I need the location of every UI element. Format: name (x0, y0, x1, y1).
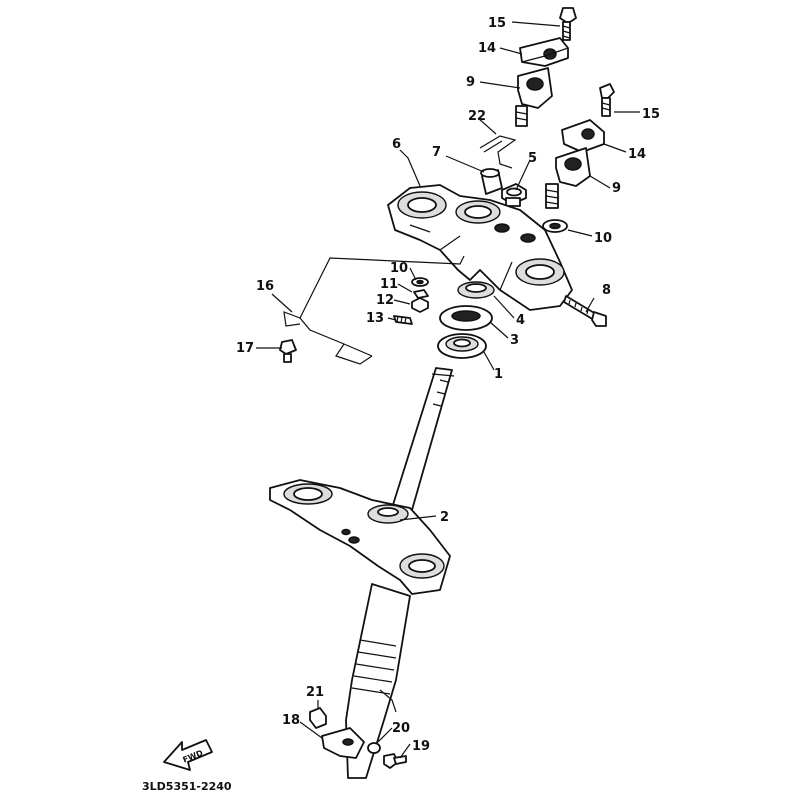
brake-hose-holder (321, 727, 365, 759)
diagram-reference-code: 3LD5351-2240 (142, 780, 232, 793)
callout-7: 7 (432, 145, 441, 160)
washer-left (411, 277, 429, 287)
handlebar-holder-cap-left (519, 37, 569, 67)
steering-stem-nut (501, 183, 527, 207)
callout-11: 11 (380, 277, 398, 292)
callout-14: 14 (478, 41, 496, 56)
callout-22: 22 (468, 109, 486, 124)
callout-16: 16 (256, 279, 274, 294)
callout-17: 17 (236, 341, 254, 356)
callout-8: 8 (602, 283, 611, 298)
pinch-bolt (563, 295, 607, 327)
callout-5: 5 (528, 151, 537, 166)
small-nut (411, 297, 429, 313)
wire-clip (479, 135, 517, 169)
bolt-lower (383, 753, 407, 769)
callout-10: 10 (594, 231, 612, 246)
callout-21: 21 (306, 685, 324, 700)
collar (309, 707, 327, 729)
bearing-cover (439, 305, 493, 331)
callout-9: 9 (612, 181, 621, 196)
bearing (437, 333, 487, 359)
handlebar-holder-lower-left (515, 67, 553, 127)
callout-3: 3 (510, 333, 519, 348)
handlebar-holder-lower-right (545, 147, 591, 209)
callout-18: 18 (282, 713, 300, 728)
callout-2: 2 (440, 510, 449, 525)
callout-4: 4 (516, 313, 525, 328)
rubber-damper (480, 168, 503, 195)
handlebar-bolt-upper-left (559, 7, 577, 41)
callout-15: 15 (642, 107, 660, 122)
upper-bracket (387, 184, 573, 311)
under-bracket (269, 479, 451, 595)
callout-1: 1 (494, 367, 503, 382)
callout-19: 19 (412, 739, 430, 754)
washer-right (542, 219, 568, 233)
callout-12: 12 (376, 293, 394, 308)
forward-arrow: FWD (163, 739, 213, 771)
lock-washer (413, 289, 429, 299)
handlebar-holder-cap-right (561, 119, 605, 153)
leader-lines (256, 21, 640, 759)
callout-20: 20 (392, 721, 410, 736)
callout-14: 14 (628, 147, 646, 162)
ring-nut (457, 281, 495, 299)
washer-lower (367, 742, 381, 754)
callout-13: 13 (366, 311, 384, 326)
callout-15: 15 (488, 16, 506, 31)
callout-10: 10 (390, 261, 408, 276)
cable-guide-bolt (279, 339, 297, 363)
cable-guide (283, 255, 465, 365)
callout-9: 9 (466, 75, 475, 90)
callout-6: 6 (392, 137, 401, 152)
fork-tube-lower (345, 583, 411, 779)
steering-stem-shaft (391, 367, 455, 511)
callout-labels: 15 14 9 22 15 14 9 6 7 5 10 8 10 11 16 1… (236, 16, 660, 754)
handlebar-bolt-right (599, 83, 615, 117)
small-screw (393, 315, 413, 325)
